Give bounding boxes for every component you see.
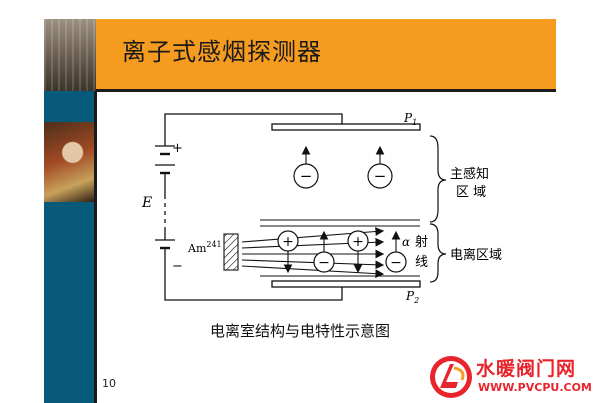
diagram-caption: 电离室结构与电特性示意图 — [210, 322, 391, 340]
battery-plus-sign: + — [172, 141, 183, 156]
main-zone-label-1: 主感知 — [450, 166, 489, 182]
title-band — [96, 19, 556, 91]
negative-ion-lower-2: − — [385, 230, 407, 273]
side-band-lower — [44, 202, 96, 403]
ionization-chamber-diagram: + − E P1 P2 Am241 − − + − — [141, 111, 502, 305]
ion-sign: − — [390, 255, 402, 271]
plate-p2 — [271, 280, 421, 288]
circuit-wires — [164, 113, 343, 301]
main-zone-label-2: 区 域 — [456, 185, 486, 200]
negative-ion-upper-1: − — [293, 145, 319, 189]
ion-sign: − — [318, 255, 330, 271]
ion-zone-label: 电离区域 — [450, 247, 502, 263]
plate-p1 — [271, 123, 421, 131]
negative-ion-upper-2: − — [367, 145, 393, 189]
watermark-url: WWW.PVCPU.COM — [478, 381, 592, 394]
positive-ion-1: + — [277, 230, 299, 274]
ion-sign: + — [282, 234, 294, 250]
watermark-name: 水暖阀门网 — [476, 358, 577, 380]
main-zone-brace — [429, 135, 447, 223]
ion-zone-brace — [429, 223, 447, 283]
ray-label-1: 射 — [415, 234, 428, 250]
plate-p1-label: P1 — [403, 111, 417, 127]
side-band — [44, 91, 96, 122]
side-band-rule — [94, 91, 97, 403]
alpha-symbol: α — [402, 235, 410, 249]
positive-ion-2: + — [347, 230, 369, 274]
negative-ion-lower-1: − — [313, 230, 335, 273]
page-number: 10 — [102, 377, 116, 390]
header-photo — [44, 19, 96, 91]
plate-p2-label: P2 — [405, 289, 419, 305]
ion-sign: − — [300, 167, 313, 185]
ionization-zone-lines — [260, 219, 420, 277]
am241-label: Am241 — [187, 240, 222, 255]
ion-sign: + — [352, 234, 364, 250]
slide-title: 离子式感烟探测器 — [122, 38, 322, 66]
battery-label: E — [141, 195, 152, 211]
am241-source — [223, 233, 239, 271]
watermark-logo-icon — [430, 356, 472, 398]
side-photo — [44, 122, 96, 202]
battery-symbol — [155, 145, 175, 290]
battery-minus-sign: − — [172, 259, 183, 274]
ray-label-2: 线 — [415, 255, 428, 270]
title-band-rule — [96, 89, 556, 92]
ion-sign: − — [374, 167, 387, 185]
